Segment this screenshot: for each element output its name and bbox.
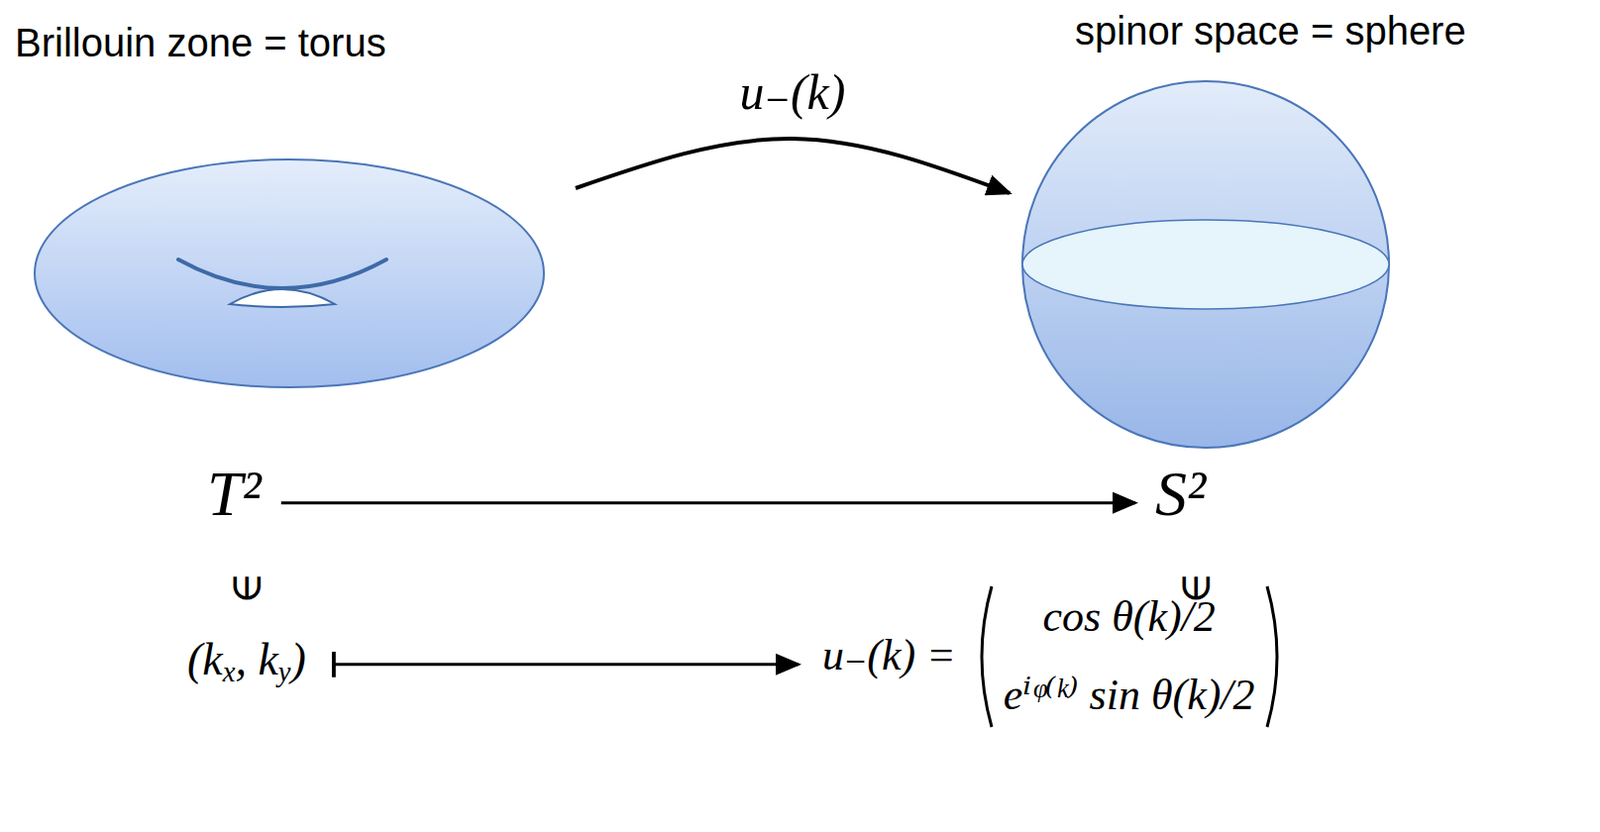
subscript: x [222, 656, 236, 688]
formula-lhs: u₋(k) = [822, 631, 957, 682]
momentum-point: (kx, ky) [183, 634, 311, 690]
math-symbol: S² [1151, 457, 1210, 532]
torus-hole [229, 289, 335, 308]
sphere-body [1022, 81, 1389, 448]
subscript: y [278, 656, 292, 688]
spinor-entry: eⁱᵠ⁽ᵏ⁾ sin θ(k)/2 [1003, 670, 1256, 722]
math-text: ) [291, 634, 307, 685]
shape-heading: Brillouin zone = torus [14, 14, 570, 66]
sphere-shape: spinor space = sphere [1015, 0, 1591, 456]
sphere-equator [1022, 219, 1389, 310]
math-expression: (kx, ky) [183, 634, 311, 690]
right-bracket [1267, 586, 1278, 728]
spinor-formula: u₋(k) =cos θ(k)/2eⁱᵠ⁽ᵏ⁾ sin θ(k)/2 [822, 582, 1289, 731]
edge-label: u₋(k) [736, 64, 851, 122]
element-symbol: ∈ [223, 572, 268, 606]
torus-shape: Brillouin zone = torus [9, 14, 570, 407]
torus-outline [9, 14, 570, 407]
map-arrow [281, 501, 1136, 505]
math-text: (k [187, 634, 223, 685]
math-symbol: T² [203, 457, 266, 532]
torus-hole-rim [178, 259, 387, 289]
shape-heading: spinor space = sphere [1074, 0, 1591, 54]
sphere-outline [1015, 0, 1591, 456]
map-arrow [575, 138, 1010, 194]
left-bracket [981, 586, 992, 728]
maps-to-arrow [333, 662, 799, 666]
domain-symbol: T² [203, 457, 266, 532]
math-text: , k [234, 634, 278, 685]
target-symbol: S² [1151, 457, 1210, 532]
spinor-column: cos θ(k)/2eⁱᵠ⁽ᵏ⁾ sin θ(k)/2 [969, 582, 1289, 731]
torus-body [34, 159, 544, 388]
element-symbol: ∈ [1173, 572, 1217, 606]
